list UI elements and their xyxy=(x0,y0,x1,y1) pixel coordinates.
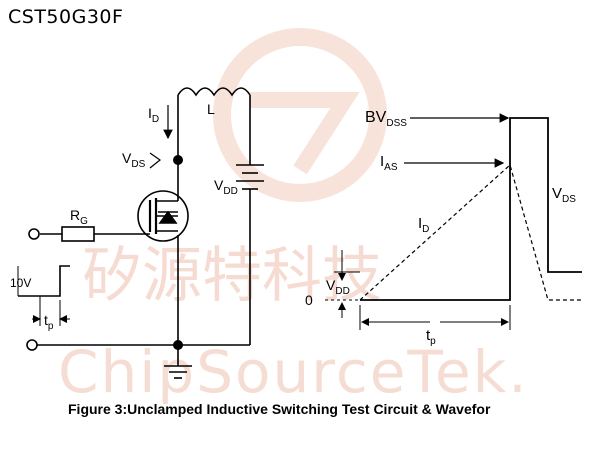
vds-wave-label: V xyxy=(552,185,562,202)
rg-label: R xyxy=(70,207,80,223)
pulse-width-label: t xyxy=(44,312,48,328)
svg-text:ID: ID xyxy=(418,215,429,235)
gate-resistor xyxy=(61,226,95,242)
input-pulse xyxy=(18,265,70,297)
watermark: 矽源特科技 ChipSourceTek. xyxy=(58,28,529,406)
id-wave-label: I xyxy=(418,215,422,232)
figure-caption: Figure 3:Unclamped Inductive Switching T… xyxy=(68,401,491,417)
zero-label: 0 xyxy=(305,292,313,308)
svg-text:tp: tp xyxy=(44,312,54,332)
source-node xyxy=(173,340,183,350)
vds-waveform xyxy=(360,117,582,301)
svg-text:BVDSS: BVDSS xyxy=(365,109,407,129)
svg-text:RG: RG xyxy=(70,207,88,227)
vdd-wave-label: V xyxy=(326,277,336,293)
page-title: CST50G30F xyxy=(8,6,124,28)
id-label: I xyxy=(148,105,152,121)
watermark-logo xyxy=(213,28,387,202)
bvdss-label: BV xyxy=(365,109,387,126)
id-waveform xyxy=(359,163,582,301)
svg-text:ID: ID xyxy=(148,105,159,125)
pulse-amplitude-label: 10V xyxy=(10,276,31,290)
watermark-en: ChipSourceTek. xyxy=(58,338,529,406)
mosfet xyxy=(137,160,189,345)
svg-text:VDD: VDD xyxy=(326,277,350,297)
vds-label: V xyxy=(122,150,132,166)
svg-text:VDD: VDD xyxy=(214,177,238,197)
inductor xyxy=(177,87,251,97)
drain-node xyxy=(173,155,183,165)
test-circuit xyxy=(17,87,264,379)
svg-text:IAS: IAS xyxy=(380,153,398,173)
waveform xyxy=(325,113,582,330)
watermark-cn: 矽源特科技 xyxy=(82,241,382,311)
vdd-label: V xyxy=(214,177,224,193)
inductor-label: L xyxy=(207,101,215,117)
svg-text:VDS: VDS xyxy=(552,185,576,205)
ias-label: I xyxy=(380,153,384,170)
tp-wave-label: t xyxy=(426,327,431,344)
svg-text:VDS: VDS xyxy=(122,150,146,170)
svg-text:tp: tp xyxy=(426,327,436,347)
